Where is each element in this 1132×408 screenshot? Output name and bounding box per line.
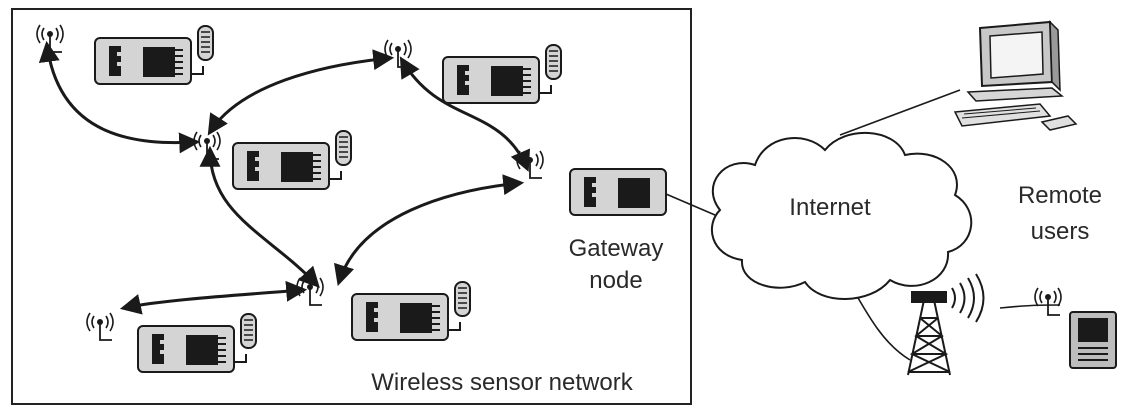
sensor-board-icon: [232, 130, 352, 190]
gateway-node: [516, 150, 667, 216]
antenna-icon: [86, 312, 114, 341]
cloud-icon: [711, 131, 973, 300]
antenna-icon: [36, 24, 64, 53]
sensor-node-1: [36, 24, 214, 85]
sensor-node-5: [296, 277, 471, 341]
link-n5-n4: [119, 280, 308, 315]
sensor-board-icon: [351, 281, 471, 341]
link-gw-n5: [334, 174, 525, 287]
remote-users-label-line1: Remote: [1018, 182, 1102, 209]
sensor-board-icon: [137, 313, 257, 373]
link-n3-gw: [399, 56, 531, 172]
internet-label: Internet: [789, 194, 871, 221]
wireless-links: [38, 40, 531, 315]
handheld-device-icon: [1034, 287, 1117, 369]
network-frame: [11, 8, 692, 405]
network-label: Wireless sensor network: [371, 369, 633, 396]
link-n2-n3: [207, 49, 395, 136]
gateway-label-line2: node: [589, 267, 642, 294]
sensor-board-icon: [442, 44, 562, 104]
sensor-node-4: [86, 312, 257, 373]
sensor-node-2: [193, 130, 352, 190]
radio-tower-icon: [907, 273, 985, 376]
antenna-icon: [193, 131, 221, 160]
sensor-board-icon: [94, 25, 214, 85]
link-n2-n5: [199, 145, 320, 289]
antenna-icon: [1034, 287, 1062, 316]
link-n1-n2: [38, 40, 201, 154]
remote-users-label-line2: users: [1031, 218, 1090, 245]
computer-icon: [953, 20, 1078, 131]
antenna-icon: [384, 39, 412, 68]
gateway-label-line1: Gateway: [569, 235, 664, 262]
